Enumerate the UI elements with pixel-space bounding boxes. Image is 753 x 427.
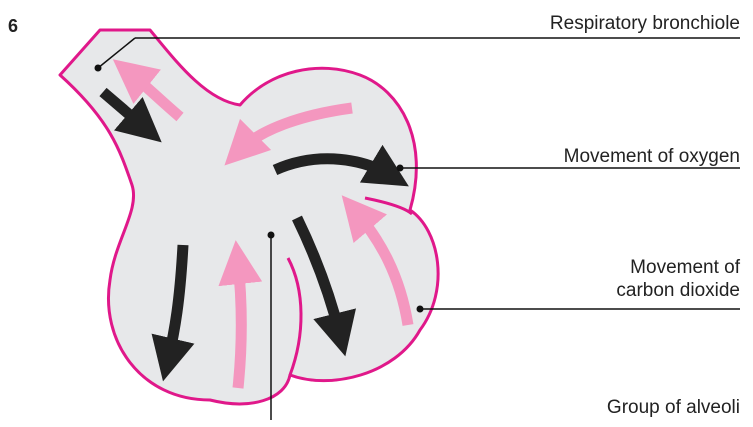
label-group-of-alveoli: Group of alveoli [607, 396, 740, 419]
figure-number: 6 [8, 16, 18, 37]
label-movement-of-carbon-dioxide: Movement of carbon dioxide [616, 256, 740, 302]
label-movement-of-oxygen: Movement of oxygen [564, 145, 740, 168]
label-co2-line-1: Movement of [616, 256, 740, 279]
leader-respiratory-bronchiole [95, 38, 741, 72]
label-respiratory-bronchiole: Respiratory bronchiole [550, 12, 740, 35]
label-co2-line-2: carbon dioxide [616, 279, 740, 302]
leader-movement-of-co2 [417, 306, 741, 313]
co2-arrow-3 [238, 262, 241, 388]
alveoli-sac [60, 30, 438, 404]
